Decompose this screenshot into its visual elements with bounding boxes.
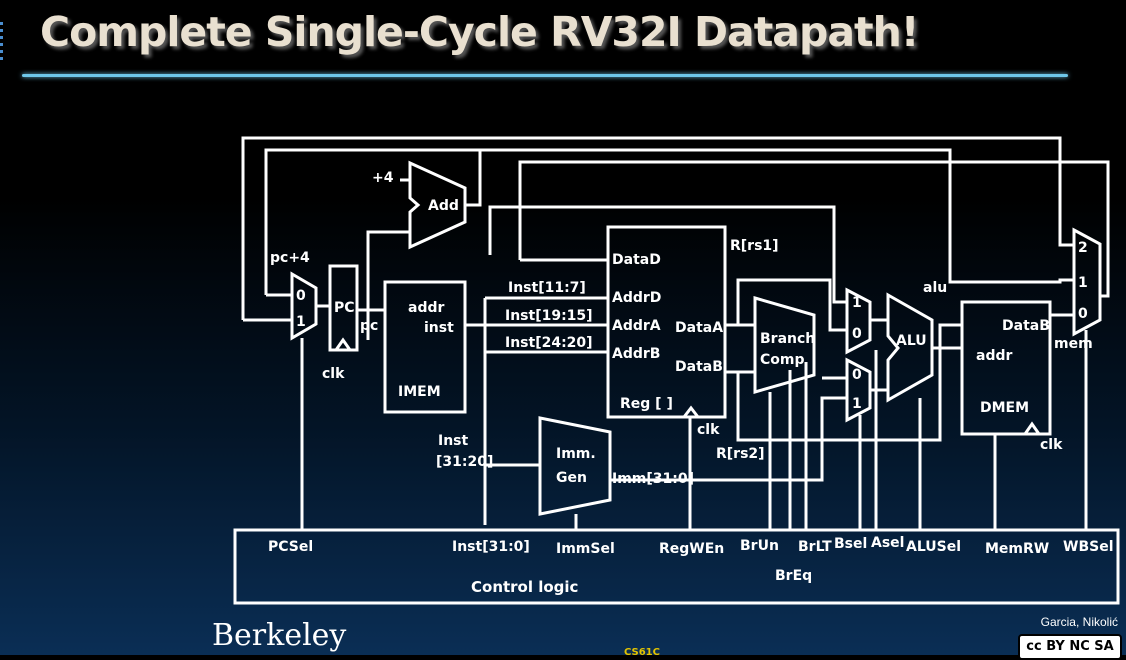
label-inst-31-20-b: [31:20]	[436, 454, 493, 470]
signal-memrw: MemRW	[985, 541, 1049, 557]
label-inst-11-7: Inst[11:7]	[508, 280, 586, 296]
label-branch: Branch	[760, 331, 815, 347]
slide-title: Complete Single-Cycle RV32I Datapath!	[40, 8, 919, 56]
label-imm-out: Imm[31:0]	[612, 471, 694, 487]
label-wbmux-1: 1	[1078, 275, 1088, 291]
label-dmem-datab: DataB	[1002, 318, 1050, 334]
pc-mux	[290, 271, 318, 341]
diagram-labels: pc+4 +4 Add 0 1 PC pc clk addr inst IMEM…	[270, 170, 1093, 487]
cc-license-badge: cc BY NC SA	[1018, 634, 1122, 660]
signal-wbsel: WBSel	[1063, 539, 1114, 555]
label-plus4: +4	[372, 170, 394, 186]
imem-block	[383, 280, 467, 414]
label-imem-addr: addr	[408, 300, 444, 316]
alu-block	[886, 292, 934, 403]
label-pc: PC	[334, 300, 355, 316]
signal-brlt: BrLT	[798, 539, 832, 555]
label-clk-reg: clk	[697, 422, 720, 438]
label-inst-31-20-a: Inst	[438, 433, 469, 449]
signal-regwen: RegWEn	[659, 541, 724, 557]
label-clk-pc: clk	[322, 366, 345, 382]
label-comp: Comp	[760, 352, 805, 368]
label-addrb: AddrB	[612, 346, 660, 362]
label-clk-dmem: clk	[1040, 437, 1063, 453]
label-wbmux-2: 2	[1078, 240, 1088, 256]
label-alu-out: alu	[923, 280, 947, 296]
datapath-wires	[241, 136, 1110, 530]
label-immgen-2: Gen	[556, 470, 587, 486]
reg-clock-edge	[682, 405, 700, 418]
dmem-clock-edge	[1023, 421, 1041, 435]
label-alu: ALU	[896, 333, 927, 349]
label-datab: DataB	[675, 359, 723, 375]
pc-register	[328, 264, 359, 352]
label-inst-24-20: Inst[24:20]	[505, 335, 593, 351]
label-pc-out: pc	[360, 318, 378, 334]
signal-immsel: ImmSel	[556, 541, 615, 557]
signal-breq: BrEq	[775, 568, 812, 584]
label-addrd: AddrD	[612, 290, 661, 306]
label-pc-plus4: pc+4	[270, 250, 310, 266]
branch-comparator	[753, 296, 816, 394]
slide-edge-dots	[0, 22, 3, 62]
label-bmux-1: 1	[852, 396, 862, 412]
dmem-block	[960, 300, 1052, 436]
label-mem: mem	[1054, 336, 1093, 352]
label-bmux-0: 0	[852, 367, 862, 383]
label-imem-inst: inst	[424, 320, 454, 336]
label-dataa: DataA	[675, 320, 723, 336]
pc-clock-edge	[334, 337, 352, 351]
label-add: Add	[428, 198, 459, 214]
course-label: CS61C	[624, 647, 660, 658]
label-wbmux-0: 0	[1078, 306, 1088, 322]
signal-alusel: ALUSel	[906, 539, 961, 555]
label-pcmux-0: 0	[296, 288, 306, 304]
author-credit: Garcia, Nikolić	[1040, 615, 1118, 629]
label-rs1: R[rs1]	[730, 238, 779, 254]
signal-bsel: Bsel	[834, 536, 867, 552]
control-logic-label: Control logic	[471, 578, 578, 596]
label-dmem-addr: addr	[976, 348, 1012, 364]
control-labels: PCSel Inst[31:0] ImmSel RegWEn BrUn BrLT…	[268, 535, 1114, 596]
label-inst-19-15: Inst[19:15]	[505, 308, 593, 324]
signal-brun: BrUn	[740, 538, 779, 554]
label-immgen-1: Imm.	[556, 446, 596, 462]
label-amux-1: 1	[852, 295, 862, 311]
title-underline	[22, 74, 1068, 77]
label-amux-0: 0	[852, 326, 862, 342]
label-pcmux-1: 1	[296, 314, 306, 330]
control-logic-box	[233, 528, 1120, 605]
b-mux	[845, 357, 872, 423]
signal-inst: Inst[31:0]	[452, 539, 530, 555]
wb-mux	[1072, 227, 1102, 337]
berkeley-logo: Berkeley	[212, 618, 347, 653]
register-file	[606, 225, 727, 419]
label-dmem: DMEM	[980, 400, 1029, 416]
signal-pcsel: PCSel	[268, 539, 313, 555]
label-datad: DataD	[612, 252, 661, 268]
label-rs2: R[rs2]	[716, 446, 765, 462]
pc-adder	[408, 160, 467, 250]
label-imem: IMEM	[398, 384, 441, 400]
signal-asel: Asel	[871, 535, 904, 551]
imm-gen	[538, 416, 612, 516]
label-regfile: Reg [ ]	[620, 396, 673, 412]
label-addra: AddrA	[612, 318, 661, 334]
